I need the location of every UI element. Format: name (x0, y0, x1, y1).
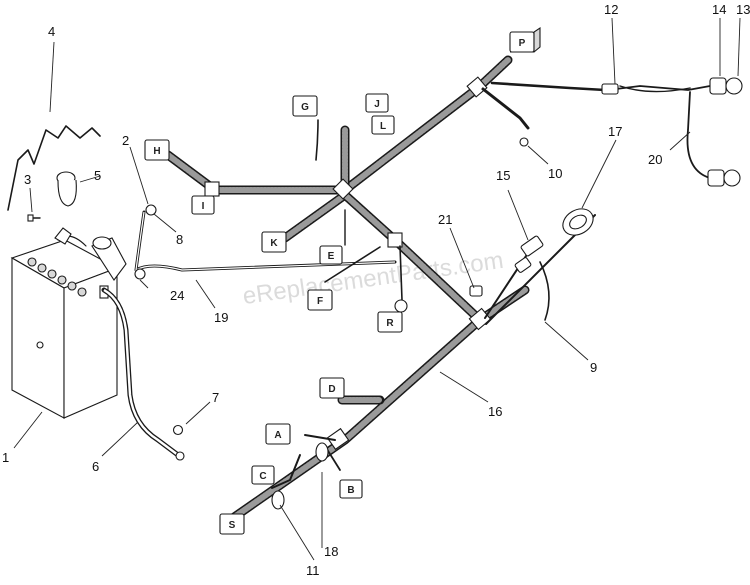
headlight-upper (709, 77, 743, 95)
callout-2: 2 (122, 133, 129, 148)
connector-tag-a: A (265, 423, 291, 445)
hold-down-rod (7, 125, 101, 211)
svg-text:E: E (328, 251, 335, 262)
callout-19: 19 (214, 310, 228, 325)
callout-11: 11 (306, 563, 320, 578)
callout-7: 7 (212, 390, 219, 405)
stud (519, 137, 529, 147)
connector-tag-g: G (292, 95, 318, 117)
connector-tag-b: B (339, 479, 363, 499)
connector-tag-d: D (319, 377, 345, 399)
connector-tag-h: H (144, 139, 170, 161)
callout-13: 13 (736, 2, 750, 17)
fuse-holder (514, 235, 544, 273)
connector-tag-c: C (251, 465, 275, 485)
svg-text:K: K (270, 238, 278, 249)
bolt (27, 214, 41, 222)
svg-text:J: J (374, 99, 380, 110)
svg-text:G: G (301, 102, 309, 113)
callout-21: 21 (438, 212, 452, 227)
callout-10: 10 (548, 166, 562, 181)
switch (469, 285, 483, 297)
connector-tag-p: P (509, 26, 541, 53)
battery (10, 239, 119, 419)
battery-cable (101, 287, 185, 461)
svg-text:H: H (153, 146, 160, 157)
leader-lines (13, 17, 741, 561)
svg-text:A: A (274, 430, 281, 441)
svg-text:R: R (386, 318, 394, 329)
callout-17: 17 (608, 124, 622, 139)
callout-3: 3 (24, 172, 31, 187)
cable-tie (271, 442, 329, 510)
sensor-ring (562, 208, 594, 236)
nut (172, 424, 184, 436)
svg-text:L: L (380, 121, 386, 132)
connector-tag-r: R (377, 299, 408, 333)
callout-5: 5 (94, 168, 101, 183)
connector-tag-j: J (365, 93, 389, 113)
connector-tag-k: K (261, 231, 287, 253)
connector-tag-i: I (191, 195, 215, 215)
callout-8: 8 (176, 232, 183, 247)
svg-text:C: C (259, 471, 266, 482)
terminal-boot (56, 171, 77, 207)
svg-text:P: P (519, 38, 526, 49)
callout-6: 6 (92, 459, 99, 474)
callout-14: 14 (712, 2, 726, 17)
connector-tag-l: L (371, 115, 395, 135)
headlight-lower (707, 169, 741, 187)
svg-text:I: I (202, 201, 205, 212)
connector-tag-s: S (219, 513, 245, 535)
ground-cable (134, 204, 397, 280)
connector-tag-e: E (319, 245, 343, 265)
positive-cable (54, 227, 127, 281)
inline-connector (601, 83, 619, 95)
connector-tag-f: F (307, 289, 333, 311)
callout-15: 15 (496, 168, 510, 183)
svg-text:D: D (328, 384, 335, 395)
callout-1: 1 (2, 450, 9, 465)
main-harness (163, 55, 530, 525)
callout-24: 24 (170, 288, 184, 303)
callout-16: 16 (488, 404, 502, 419)
callout-4: 4 (48, 24, 55, 39)
svg-text:F: F (317, 296, 323, 307)
svg-text:S: S (229, 520, 236, 531)
callout-9: 9 (590, 360, 597, 375)
callout-20: 20 (648, 152, 662, 167)
svg-text:B: B (347, 485, 354, 496)
callout-12: 12 (604, 2, 618, 17)
callout-18: 18 (324, 544, 338, 559)
